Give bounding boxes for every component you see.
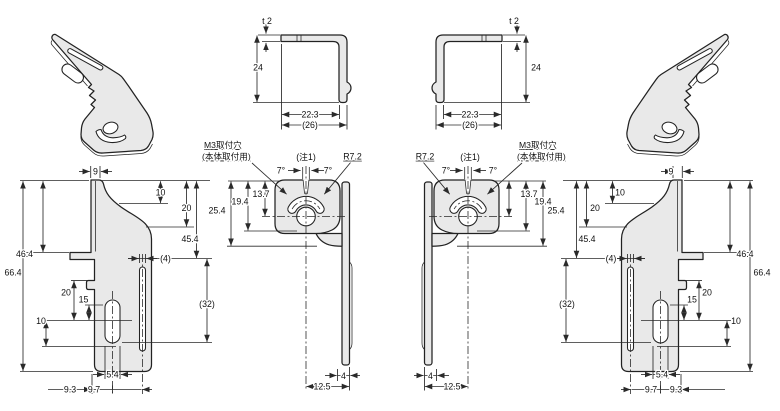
view-front-right — [561, 166, 753, 394]
dim-thickness: t 2 — [509, 16, 519, 26]
dim-overall-26: (26) — [462, 120, 478, 130]
dim-5-4: 5.4 — [656, 370, 668, 380]
front-right-dims: 9 10 20 45.4 (4) (32) 46.4 66.4 20 15 10… — [558, 165, 772, 396]
dim-25-4: 25.4 — [208, 206, 225, 216]
dim-4-ref: (4) — [160, 254, 171, 264]
dim-width-22-3: 22.3 — [301, 110, 318, 120]
side-right-dims: t 2 24 22.3 (26) — [460, 15, 542, 132]
dim-25-4: 25.4 — [547, 206, 564, 216]
dim-9-7: 9.7 — [88, 385, 100, 395]
dim-5-4: 5.4 — [106, 370, 118, 380]
dim-15: 15 — [79, 295, 89, 305]
detail-left-dims: M3取付穴 (本体取付用) (注1) R7.2 7° 7° 13.7 19.4 … — [201, 138, 363, 393]
dim-angle-7-right: 7° — [324, 166, 332, 176]
label-note1: (注1) — [296, 151, 316, 162]
label-radius-r7-2: R7.2 — [416, 152, 435, 162]
dim-66-4: 66.4 — [4, 268, 21, 278]
front-left-dims: 9 10 20 45.4 (4) (32) 46.4 66.4 20 15 10… — [3, 165, 216, 396]
dim-10-bottom: 10 — [731, 316, 741, 326]
dim-20-bottom: 20 — [61, 288, 71, 298]
dim-9: 9 — [93, 167, 98, 177]
dim-9-3: 9.3 — [670, 385, 682, 395]
dim-12-5: 12.5 — [313, 382, 330, 392]
dim-overall-26: (26) — [302, 120, 318, 130]
dim-66-4: 66.4 — [753, 268, 770, 278]
detail-right-dims: M3取付穴 (本体取付用) (注1) R7.2 7° 7° 13.7 19.4 … — [414, 138, 567, 393]
dim-9: 9 — [669, 167, 674, 177]
side-left-dims: t 2 24 22.3 (26) — [252, 15, 320, 132]
view-front-left — [20, 166, 212, 394]
dim-46-4: 46.4 — [16, 249, 33, 259]
dim-32-ref: (32) — [559, 299, 575, 309]
dim-4: 4 — [428, 371, 433, 381]
label-note1: (注1) — [460, 151, 480, 162]
dim-angle-7-left: 7° — [442, 166, 450, 176]
dim-13-7: 13.7 — [520, 189, 537, 199]
dim-angle-7-left: 7° — [277, 166, 285, 176]
view-iso-left — [50, 33, 154, 157]
dim-20-top: 20 — [182, 203, 192, 213]
dim-4: 4 — [341, 371, 346, 381]
view-side-right — [432, 24, 530, 130]
dim-19-4: 19.4 — [231, 197, 248, 207]
dim-9-3: 9.3 — [64, 385, 76, 395]
view-iso-right — [626, 33, 730, 157]
dim-thickness: t 2 — [262, 16, 272, 26]
dim-height-24: 24 — [253, 63, 263, 73]
dim-12-5: 12.5 — [443, 382, 460, 392]
dim-height-24: 24 — [531, 63, 541, 73]
label-m3-hole-line1: M3取付穴 — [204, 139, 242, 150]
label-m3-hole-line2: (本体取付用) — [202, 151, 251, 162]
dim-angle-7-right: 7° — [489, 166, 497, 176]
dim-10-top: 10 — [156, 188, 166, 198]
dim-width-22-3: 22.3 — [461, 110, 478, 120]
dim-9-7: 9.7 — [645, 385, 657, 395]
dim-4-ref: (4) — [606, 254, 617, 264]
dim-32-ref: (32) — [199, 299, 215, 309]
dim-20-bottom: 20 — [702, 288, 712, 298]
dim-46-4: 46.4 — [736, 249, 753, 259]
label-m3-hole-line2: (本体取付用) — [517, 151, 566, 162]
dim-20-top: 20 — [590, 203, 600, 213]
dim-13-7: 13.7 — [252, 189, 269, 199]
dim-10-bottom: 10 — [36, 316, 46, 326]
dim-45-4: 45.4 — [578, 234, 595, 244]
dim-15: 15 — [687, 295, 697, 305]
label-m3-hole-line1: M3取付穴 — [519, 139, 557, 150]
dim-10-top: 10 — [615, 188, 625, 198]
dim-19-4: 19.4 — [534, 197, 551, 207]
dim-45-4: 45.4 — [181, 234, 198, 244]
label-radius-r7-2: R7.2 — [343, 152, 362, 162]
